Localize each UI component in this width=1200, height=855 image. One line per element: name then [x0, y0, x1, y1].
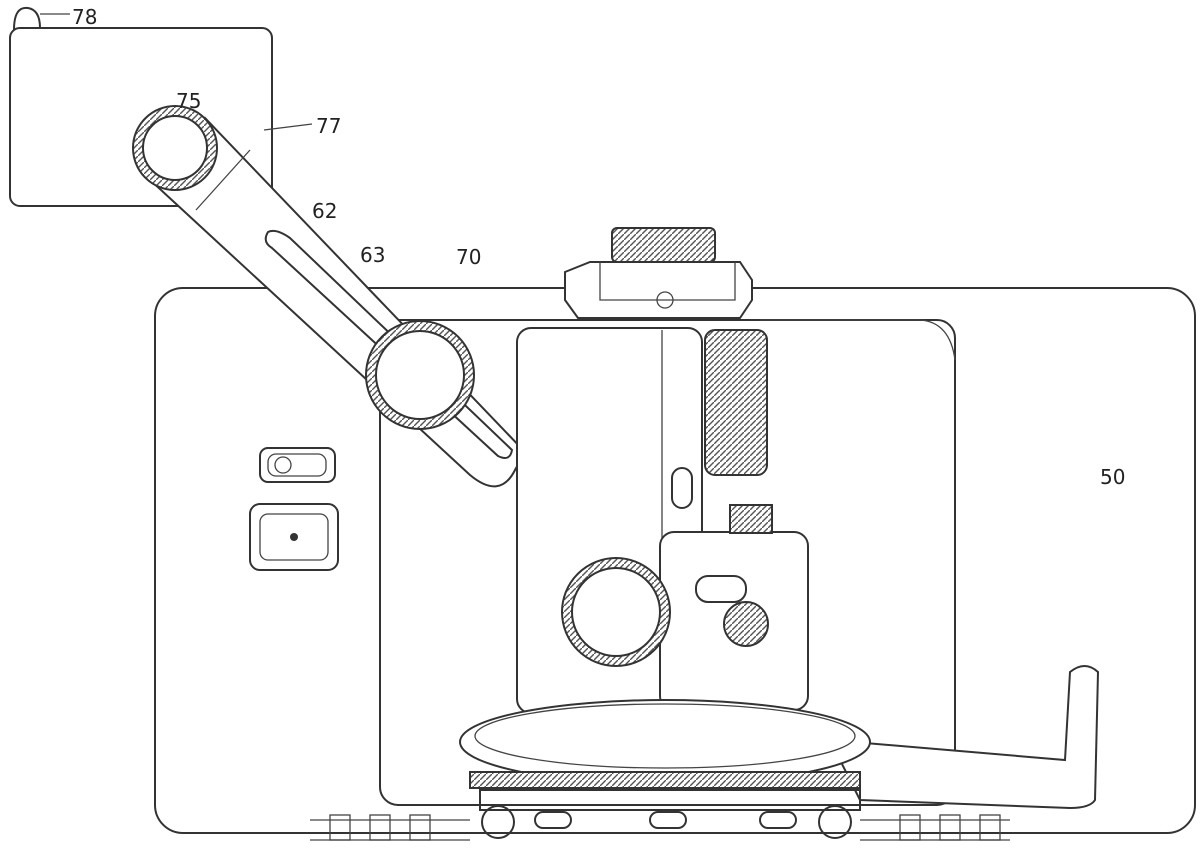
ring-70: [365, 320, 475, 430]
label-62: 62: [312, 199, 337, 223]
pivot-ring-75: [132, 105, 218, 191]
label-50: 50: [1100, 465, 1125, 489]
label-78: 78: [72, 5, 97, 29]
panel-box: [9, 6, 273, 207]
top-knob: [564, 227, 753, 319]
label-77: 77: [316, 114, 341, 138]
left-switch: [259, 447, 336, 483]
label-75: 75: [176, 89, 201, 113]
central-body: [516, 327, 809, 714]
base-turntable: [459, 665, 1100, 839]
left-button: [249, 503, 339, 571]
label-63: 63: [360, 243, 385, 267]
label-70: 70: [456, 245, 481, 269]
bottom-blocks: [310, 814, 1010, 841]
